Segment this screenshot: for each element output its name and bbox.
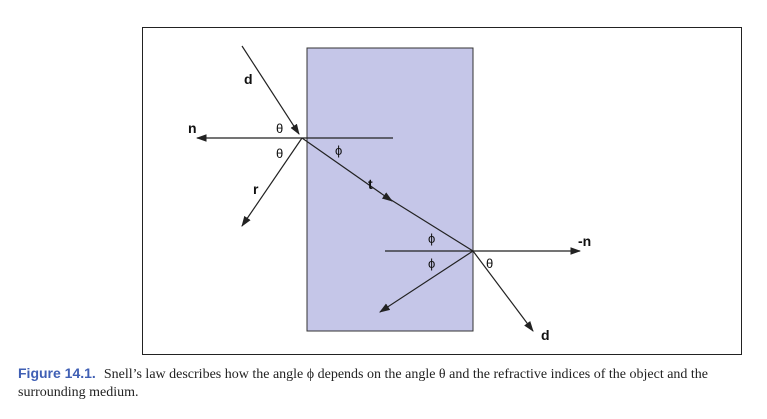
label-phi-exit-above: ϕ <box>428 231 435 246</box>
medium-block <box>306 47 474 332</box>
exit-ray <box>472 250 534 332</box>
label-normal-n: n <box>188 120 197 136</box>
label-transmitted-t: t <box>368 176 373 192</box>
label-neg-normal: -n <box>578 233 591 249</box>
label-theta-exit: θ <box>486 256 493 271</box>
transmitted-ray-continuation <box>387 197 474 252</box>
incident-ray <box>241 45 300 135</box>
label-phi-exit-below: ϕ <box>428 256 435 271</box>
label-incident-d: d <box>244 71 253 87</box>
label-exit-d: d <box>541 327 550 343</box>
caption-text: Snell’s law describes how the angle ϕ de… <box>18 367 709 400</box>
snells-law-diagram: d n r t -n d θ θ ϕ ϕ ϕ θ <box>188 45 591 343</box>
label-reflected-r: r <box>253 181 259 197</box>
caption-label: Figure 14.1. <box>18 365 96 381</box>
label-theta-top-below: θ <box>276 146 283 161</box>
internal-reflected-ray <box>379 250 474 313</box>
label-phi-top: ϕ <box>335 143 342 158</box>
transmitted-ray-arrow <box>301 137 393 202</box>
reflected-ray <box>241 137 303 227</box>
figure-caption: Figure 14.1.Snell’s law describes how th… <box>18 364 758 402</box>
label-theta-top-above: θ <box>276 121 283 136</box>
